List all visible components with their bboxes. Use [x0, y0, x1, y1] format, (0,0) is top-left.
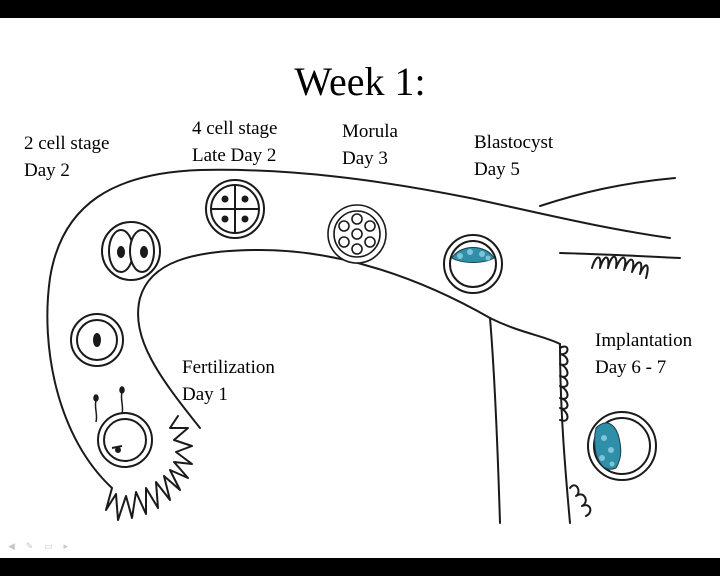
endometrium-folds-lower: [569, 484, 592, 517]
uterine-tube-diagram: [46, 168, 681, 524]
sperm-icons: [93, 386, 125, 423]
label-morula: Morula Day 3: [342, 118, 398, 172]
blastocyst: [443, 234, 503, 294]
upper-right-wall: [559, 252, 681, 259]
stage-day: Late Day 2: [192, 145, 277, 166]
stage-day: Day 3: [342, 148, 388, 169]
two-cell-embryo: [101, 221, 161, 281]
stage-name: 4 cell stage: [192, 118, 278, 139]
stage-name: Implantation: [595, 330, 693, 351]
label-two-cell-stage: 2 cell stage Day 2: [24, 130, 109, 184]
stage-name: Blastocyst: [474, 132, 554, 153]
label-fertilization: Fertilization Day 1: [182, 354, 275, 408]
label-implantation: Implantation Day 6 - 7: [595, 327, 692, 381]
morula: [327, 204, 387, 264]
stage-day: Day 6 - 7: [595, 357, 667, 378]
stage-day: Day 2: [24, 160, 70, 181]
zygote: [70, 313, 124, 367]
uterine-cavity-right-wall: [559, 343, 571, 524]
stage-day: Day 5: [474, 159, 520, 180]
stage-name: 2 cell stage: [24, 133, 110, 154]
slide-toolbar-icons[interactable]: ◀ ✎ ▭ ▸: [8, 542, 73, 552]
stage-name: Fertilization: [182, 357, 275, 378]
implanting-blastocyst: [587, 411, 657, 481]
fertilized-oocyte: [97, 412, 153, 468]
endometrium-folds: [559, 345, 569, 422]
label-four-cell-stage: 4 cell stage Late Day 2: [192, 115, 277, 169]
stage-day: Day 1: [182, 384, 228, 405]
glands-right: [591, 255, 649, 279]
uterine-cavity-left-wall: [489, 317, 501, 524]
four-cell-embryo: [205, 179, 265, 239]
label-blastocyst: Blastocyst Day 5: [474, 129, 553, 183]
slide: Week 1: 2 cell stage Day 2 4 cell stage …: [0, 18, 720, 558]
page-title: Week 1:: [294, 59, 426, 104]
tube-outer-wall: [46, 168, 671, 489]
fimbriae: [105, 415, 193, 521]
tube-inner-wall-upper: [539, 177, 676, 207]
tube-inner-wall: [137, 249, 561, 429]
stage-name: Morula: [342, 121, 398, 142]
